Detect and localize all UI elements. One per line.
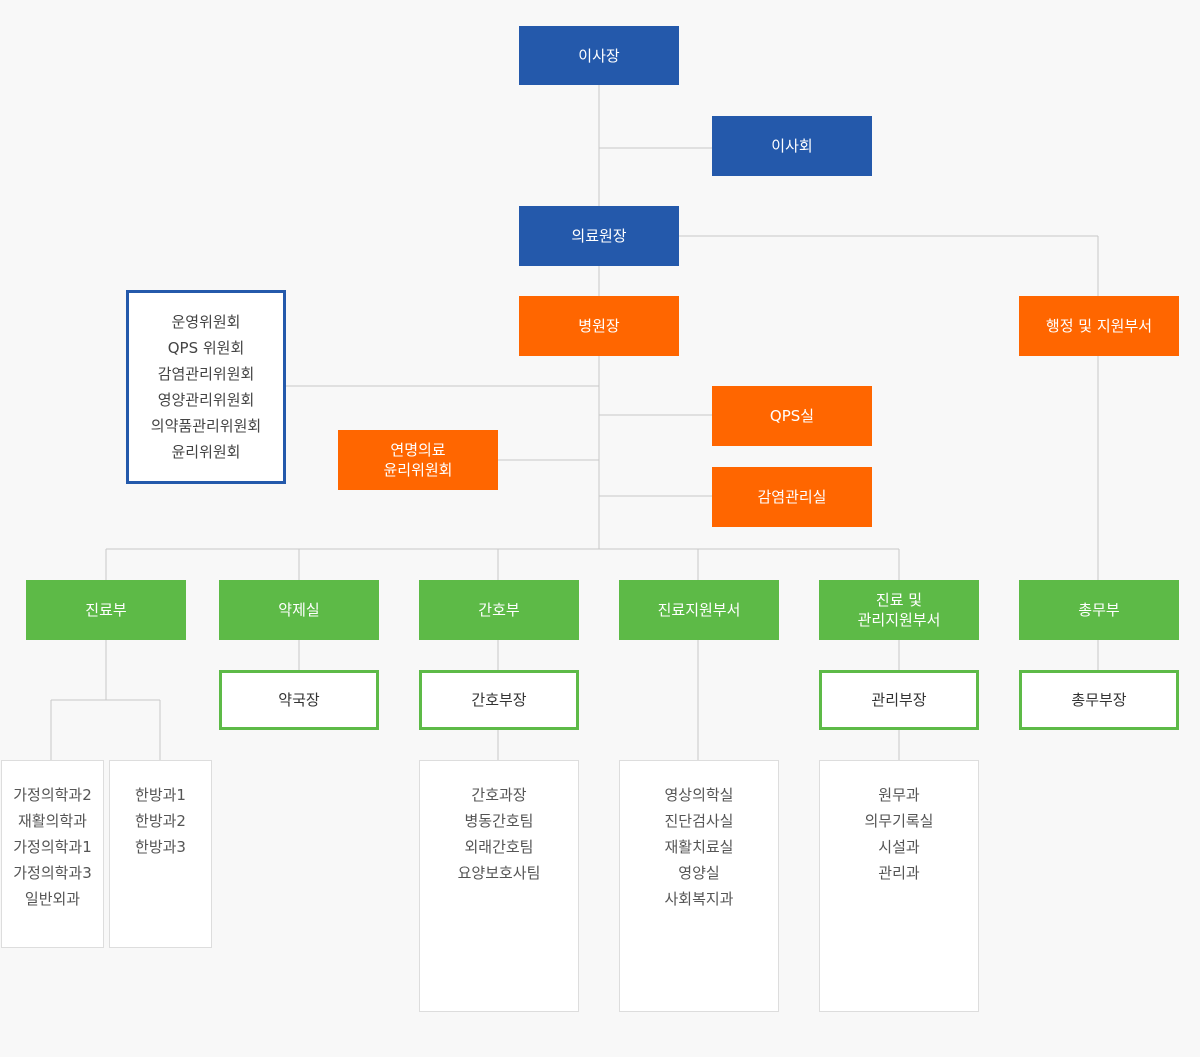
clinical-mgmt-support-node: 진료 및 관리지원부서 (819, 580, 979, 640)
list-item: 일반외과 (24, 890, 81, 908)
nursing-head-label: 간호부장 (471, 691, 527, 709)
qps-office-node: QPS실 (712, 386, 872, 446)
general-affairs-head-label: 총무부장 (1071, 691, 1127, 709)
qps-office-label: QPS실 (769, 407, 815, 425)
infection-control-office-node: 감염관리실 (712, 467, 872, 527)
list-item: 재활의학과 (17, 812, 87, 830)
committee-item: 영양관리위원회 (157, 391, 255, 409)
pharmacy-head-node: 약국장 (219, 670, 379, 730)
list-item: 시설과 (878, 838, 920, 856)
committees-box: 운영위원회 QPS 위원회 감염관리위원회 영양관리위원회 의약품관리위원회 윤… (126, 290, 286, 484)
chairman-label: 이사장 (578, 46, 620, 65)
ethics-committee-label-line2: 윤리위원회 (383, 461, 453, 479)
admin-support-label: 행정 및 지원부서 (1045, 317, 1153, 335)
clinical-mgmt-support-label-line1: 진료 및 (875, 591, 923, 609)
list-item: 의무기록실 (864, 812, 934, 830)
board-node: 이사회 (712, 116, 872, 176)
committee-item: QPS 위원회 (167, 339, 245, 357)
mgmt-head-node: 관리부장 (819, 670, 979, 730)
clinical-list-a: 가정의학과2 재활의학과 가정의학과1 가정의학과3 일반외과 (1, 760, 104, 948)
nursing-dept-label: 간호부 (478, 601, 520, 619)
hospital-director-label: 병원장 (578, 317, 620, 335)
list-item: 사회복지과 (664, 890, 734, 908)
clinical-support-node: 진료지원부서 (619, 580, 779, 640)
list-item: 외래간호팀 (464, 838, 534, 856)
list-item: 가정의학과1 (13, 838, 92, 856)
general-affairs-head-node: 총무부장 (1019, 670, 1179, 730)
clinical-support-label: 진료지원부서 (657, 601, 741, 619)
pharmacy-label: 약제실 (278, 601, 320, 619)
clinical-mgmt-support-label-line2: 관리지원부서 (857, 611, 941, 629)
nursing-dept-node: 간호부 (419, 580, 579, 640)
admin-support-node: 행정 및 지원부서 (1019, 296, 1179, 356)
medical-director-node: 의료원장 (519, 206, 679, 266)
list-item: 가정의학과3 (13, 864, 92, 882)
medical-director-label: 의료원장 (571, 227, 627, 245)
list-item: 진단검사실 (664, 812, 734, 830)
list-item: 가정의학과2 (13, 786, 92, 804)
mgmt-head-label: 관리부장 (871, 691, 927, 709)
list-item: 한방과3 (135, 838, 186, 856)
pharmacy-node: 약제실 (219, 580, 379, 640)
list-item: 병동간호팀 (464, 812, 534, 830)
infection-control-office-label: 감염관리실 (757, 488, 827, 506)
list-item: 영상의학실 (664, 786, 734, 804)
mgmt-support-list: 원무과 의무기록실 시설과 관리과 (819, 760, 979, 1012)
board-label: 이사회 (771, 137, 813, 155)
committee-item: 윤리위원회 (171, 443, 241, 461)
clinical-dept-label: 진료부 (85, 601, 127, 619)
list-item: 한방과1 (135, 786, 186, 804)
clinical-dept-node: 진료부 (26, 580, 186, 640)
clinical-list-b: 한방과1 한방과2 한방과3 (109, 760, 212, 948)
hospital-director-node: 병원장 (519, 296, 679, 356)
nursing-list: 간호과장 병동간호팀 외래간호팀 요양보호사팀 (419, 760, 579, 1012)
committee-item: 의약품관리위원회 (150, 417, 262, 435)
general-affairs-label: 총무부 (1078, 601, 1120, 619)
ethics-committee-node: 연명의료 윤리위원회 (338, 430, 498, 490)
list-item: 영양실 (678, 864, 720, 882)
nursing-head-node: 간호부장 (419, 670, 579, 730)
committee-item: 운영위원회 (171, 313, 241, 331)
committee-item: 감염관리위원회 (157, 365, 255, 383)
list-item: 재활치료실 (664, 838, 734, 856)
general-affairs-node: 총무부 (1019, 580, 1179, 640)
list-item: 요양보호사팀 (457, 864, 541, 882)
list-item: 관리과 (878, 864, 920, 882)
clinical-support-list: 영상의학실 진단검사실 재활치료실 영양실 사회복지과 (619, 760, 779, 1012)
pharmacy-head-label: 약국장 (278, 691, 320, 709)
ethics-committee-label-line1: 연명의료 (390, 441, 446, 459)
chairman-node: 이사장 (519, 26, 679, 85)
list-item: 한방과2 (135, 812, 186, 830)
list-item: 간호과장 (471, 786, 527, 804)
list-item: 원무과 (878, 786, 920, 804)
